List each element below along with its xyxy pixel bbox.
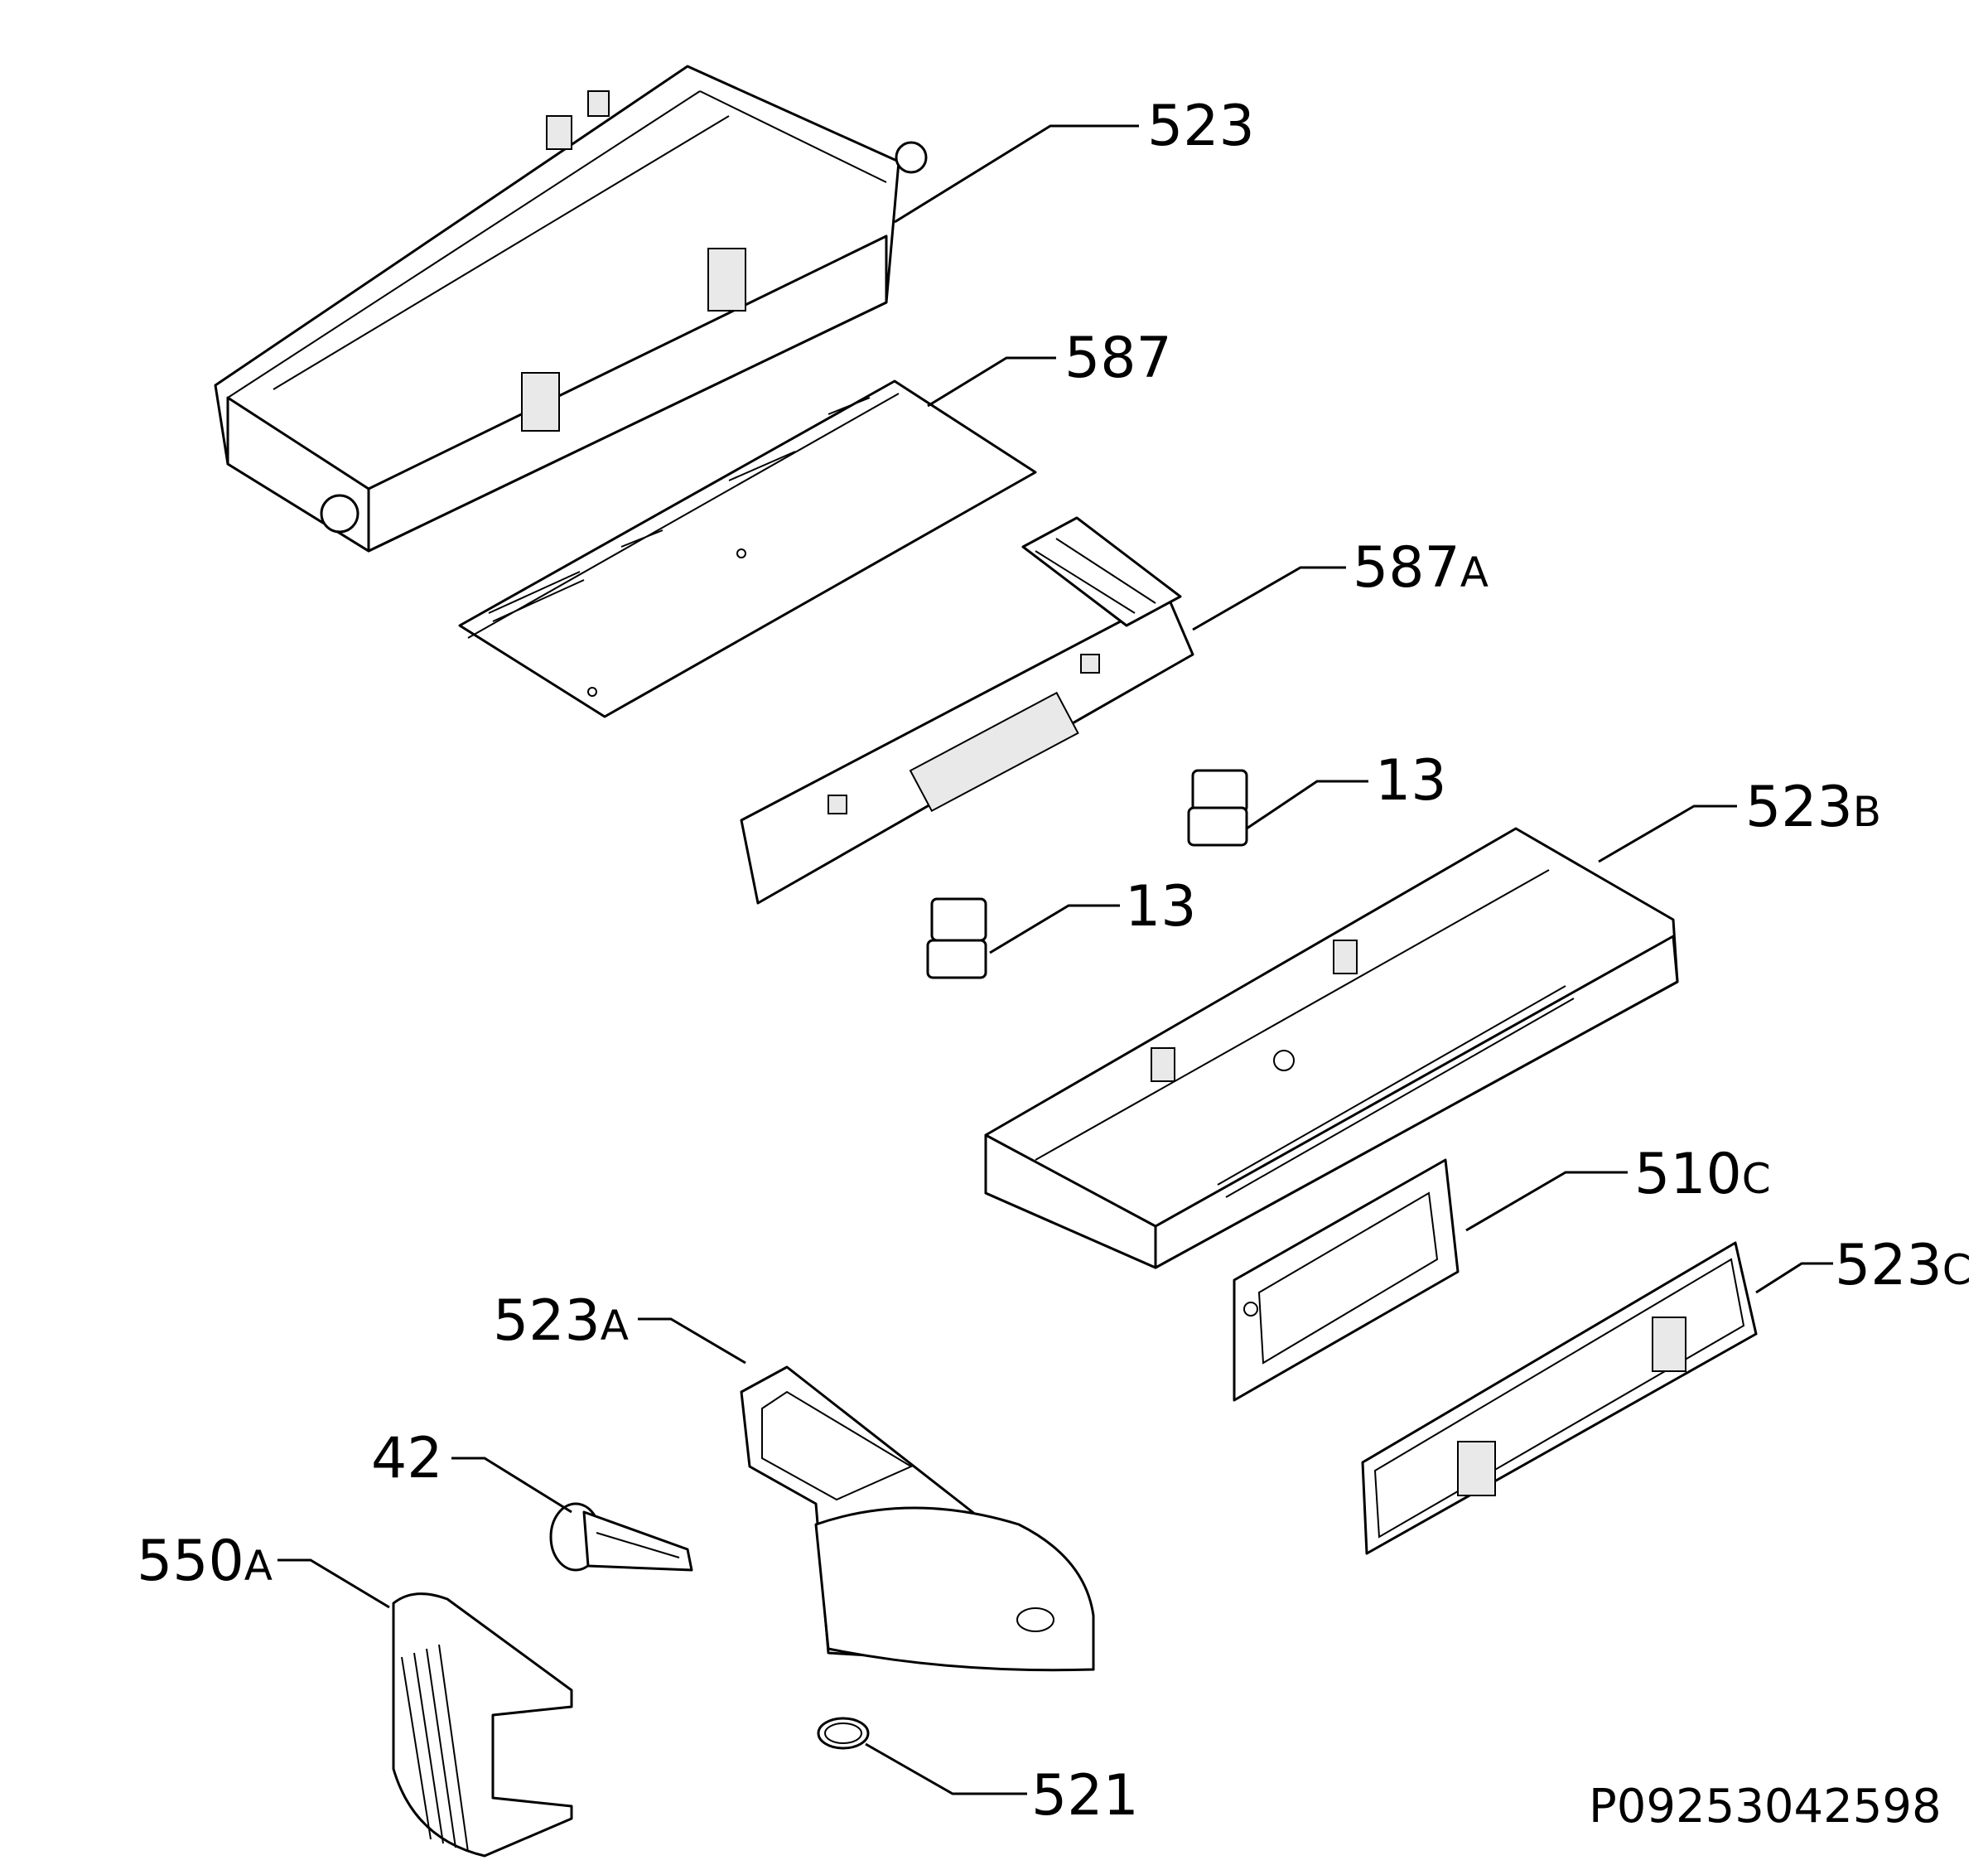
part-587-board bbox=[458, 379, 1037, 718]
callout-587: 587 bbox=[1064, 326, 1172, 391]
leader-42 bbox=[451, 1457, 572, 1514]
callout-13-upper: 13 bbox=[1375, 748, 1447, 814]
leader-523A bbox=[638, 1317, 746, 1365]
leader-550A bbox=[277, 1558, 390, 1609]
part-523-housing bbox=[214, 65, 928, 553]
leader-521 bbox=[865, 1742, 1027, 1795]
leader-523 bbox=[894, 124, 1139, 224]
leader-510C bbox=[1465, 1171, 1628, 1232]
callout-587A: 587A bbox=[1353, 535, 1489, 601]
leader-523B bbox=[1598, 804, 1737, 863]
leader-13b bbox=[989, 904, 1120, 954]
callout-13-lower: 13 bbox=[1125, 874, 1197, 940]
leader-587A bbox=[1192, 566, 1346, 631]
leader-13a bbox=[1246, 780, 1368, 830]
part-523B-tray bbox=[984, 827, 1679, 1269]
leader-523C bbox=[1755, 1262, 1833, 1294]
part-13-clip-upper bbox=[1187, 769, 1248, 847]
part-523A-cover bbox=[740, 1365, 1095, 1672]
callout-521: 521 bbox=[1031, 1763, 1139, 1829]
part-42-knob bbox=[549, 1502, 693, 1572]
leader-lines bbox=[277, 124, 1833, 1795]
part-523C-frame bbox=[1361, 1241, 1758, 1555]
part-550A-knob-cover bbox=[392, 1592, 573, 1858]
callout-523B: 523B bbox=[1745, 775, 1881, 840]
part-13-clip-lower bbox=[926, 897, 987, 979]
diagram-reference-code: P09253042598 bbox=[1589, 1780, 1942, 1834]
callout-510C: 510C bbox=[1634, 1142, 1771, 1207]
callout-523C: 523C bbox=[1835, 1233, 1971, 1298]
callout-523A: 523A bbox=[493, 1288, 629, 1354]
part-521-ring bbox=[817, 1717, 870, 1750]
part-587A-display-board bbox=[740, 516, 1194, 905]
part-510C-window bbox=[1233, 1158, 1460, 1402]
leader-587 bbox=[927, 356, 1056, 408]
callout-550A: 550A bbox=[137, 1529, 273, 1594]
callout-42: 42 bbox=[371, 1426, 443, 1491]
callout-523: 523 bbox=[1147, 94, 1255, 159]
callout-labels: 523 587 587A 13 13 523B 510C 523C 523A 4… bbox=[137, 94, 1971, 1829]
